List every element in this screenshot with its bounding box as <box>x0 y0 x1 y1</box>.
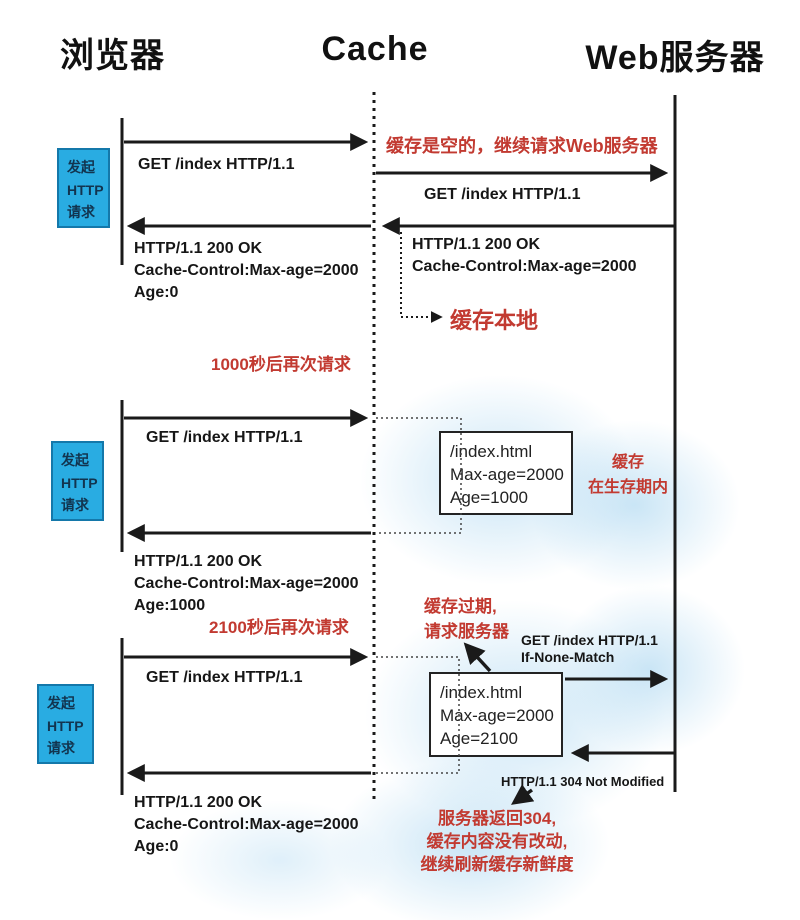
s1-cache-empty-note: 缓存是空的，继续请求Web服务器 <box>386 136 658 156</box>
arrow-s1-store-local-dotted <box>400 232 443 323</box>
label-line: GET /index HTTP/1.1 <box>521 632 658 648</box>
cache-entry-line: Age=1000 <box>450 488 528 507</box>
actor-cache-title: Cache <box>321 30 429 68</box>
cache-entry-box-age2100: /index.html Max-age=2000 Age=2100 <box>429 672 563 757</box>
response-line: HTTP/1.1 200 OK <box>134 794 263 811</box>
response-line: Cache-Control:Max-age=2000 <box>134 262 359 279</box>
request-box-line: HTTP <box>61 474 98 491</box>
request-box-line: 发起 <box>61 452 89 468</box>
s3-timer-note: 2100秒后再次请求 <box>209 618 349 637</box>
request-box-line: 请求 <box>47 740 75 757</box>
initiate-request-box-3: 发起 HTTP 请求 <box>37 684 94 764</box>
s1-forward-label: GET /index HTTP/1.1 <box>424 186 581 203</box>
s3-browser-response: HTTP/1.1 200 OK Cache-Control:Max-age=20… <box>134 792 359 858</box>
note-line: 缓存 <box>611 454 644 471</box>
arrow-s3-refresh-note-pointer <box>510 784 535 805</box>
request-box-line: HTTP <box>67 181 104 198</box>
cache-entry-line: Max-age=2000 <box>440 706 554 725</box>
cache-entry-line: Age=2100 <box>440 729 518 748</box>
response-line: Cache-Control:Max-age=2000 <box>134 816 359 833</box>
actor-browser-title: 浏览器 <box>60 37 165 75</box>
request-box-line: 请求 <box>67 204 95 221</box>
s1-cache-response: HTTP/1.1 200 OK Cache-Control:Max-age=20… <box>412 234 637 278</box>
s3-expired-note: 缓存过期, 请求服务器 <box>424 594 509 644</box>
s3-not-modified-label: HTTP/1.1 304 Not Modified <box>501 774 665 789</box>
s2-cache-scope-dotted-rect <box>376 417 462 534</box>
response-line: Age:1000 <box>134 597 206 614</box>
arrow-s3-expired-note-pointer <box>463 642 492 673</box>
note-line: 继续刷新缓存新鲜度 <box>420 855 574 874</box>
cache-entry-line: /index.html <box>440 683 523 702</box>
s2-timer-note: 1000秒后再次请求 <box>211 355 351 374</box>
response-line: Age:0 <box>134 284 179 301</box>
s1-request-label: GET /index HTTP/1.1 <box>138 156 295 173</box>
initiate-request-box-2: 发起 HTTP 请求 <box>51 441 104 521</box>
s3-refresh-note: 服务器返回304, 缓存内容没有改动, 继续刷新缓存新鲜度 <box>408 807 586 876</box>
s2-request-label: GET /index HTTP/1.1 <box>146 429 303 446</box>
response-line: HTTP/1.1 200 OK <box>412 236 541 253</box>
s3-request-label: GET /index HTTP/1.1 <box>146 669 303 686</box>
cache-entry-line: Max-age=2000 <box>450 465 564 484</box>
actor-server-title: Web服务器 <box>585 39 765 77</box>
label-line: If-None-Match <box>521 649 615 665</box>
note-line: 在生存期内 <box>587 479 668 496</box>
s2-browser-response: HTTP/1.1 200 OK Cache-Control:Max-age=20… <box>134 551 359 617</box>
request-box-line: HTTP <box>47 717 84 734</box>
note-line: 缓存内容没有改动, <box>426 832 568 851</box>
note-line: 服务器返回304, <box>437 809 557 828</box>
response-line: Cache-Control:Max-age=2000 <box>134 575 359 592</box>
initiate-request-box-1: 发起 HTTP 请求 <box>57 148 110 228</box>
cache-entry-line: /index.html <box>450 442 533 461</box>
response-line: Age:0 <box>134 838 179 855</box>
s1-store-local-note: 缓存本地 <box>450 308 539 333</box>
s1-browser-response: HTTP/1.1 200 OK Cache-Control:Max-age=20… <box>134 238 359 304</box>
s2-in-lifetime-note: 缓存 在生存期内 <box>586 450 670 500</box>
response-line: Cache-Control:Max-age=2000 <box>412 258 637 275</box>
request-box-line: 请求 <box>61 497 89 514</box>
s3-cache-scope-dotted-rect <box>376 656 460 774</box>
response-line: HTTP/1.1 200 OK <box>134 240 263 257</box>
s3-forward-label: GET /index HTTP/1.1 If-None-Match <box>521 632 658 666</box>
request-box-line: 发起 <box>67 159 95 175</box>
response-line: HTTP/1.1 200 OK <box>134 553 263 570</box>
note-line: 缓存过期, <box>424 597 497 616</box>
request-box-line: 发起 <box>47 695 75 711</box>
note-line: 请求服务器 <box>424 622 509 641</box>
